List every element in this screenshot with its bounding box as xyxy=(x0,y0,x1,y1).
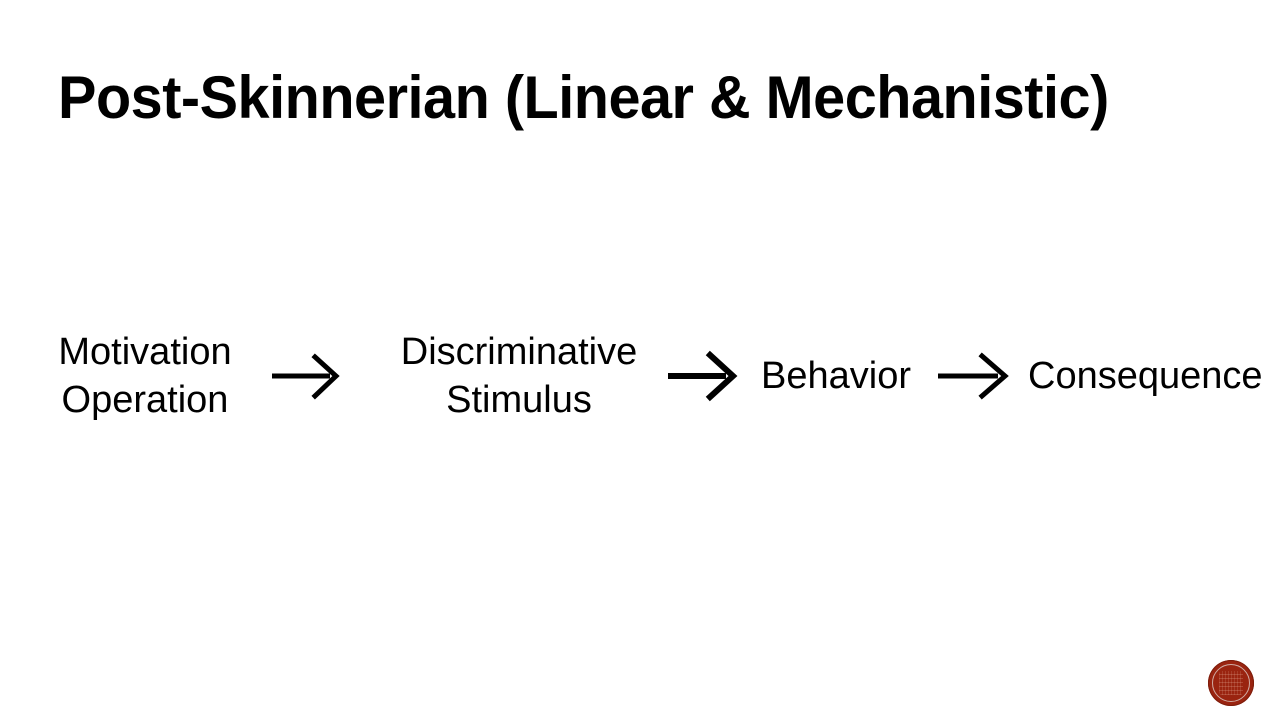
flow-node-motivating-operation: Motivation Operation xyxy=(58,331,232,421)
flow-node-discriminative-stimulus: Discriminative Stimulus xyxy=(400,331,638,421)
arrow-right-icon xyxy=(938,352,1009,400)
flow-node-consequence: Consequence xyxy=(1028,355,1263,397)
seal-texture xyxy=(1219,671,1243,695)
arrow-right-icon xyxy=(668,350,738,402)
arrow-right-icon xyxy=(272,353,340,400)
flow-node-behavior: Behavior xyxy=(761,355,911,397)
page-title: Post-Skinnerian (Linear & Mechanistic) xyxy=(58,64,1109,131)
flow-diagram: Motivation Operation Discriminative Stim… xyxy=(50,326,1278,426)
circular-seal-logo xyxy=(1208,660,1254,706)
